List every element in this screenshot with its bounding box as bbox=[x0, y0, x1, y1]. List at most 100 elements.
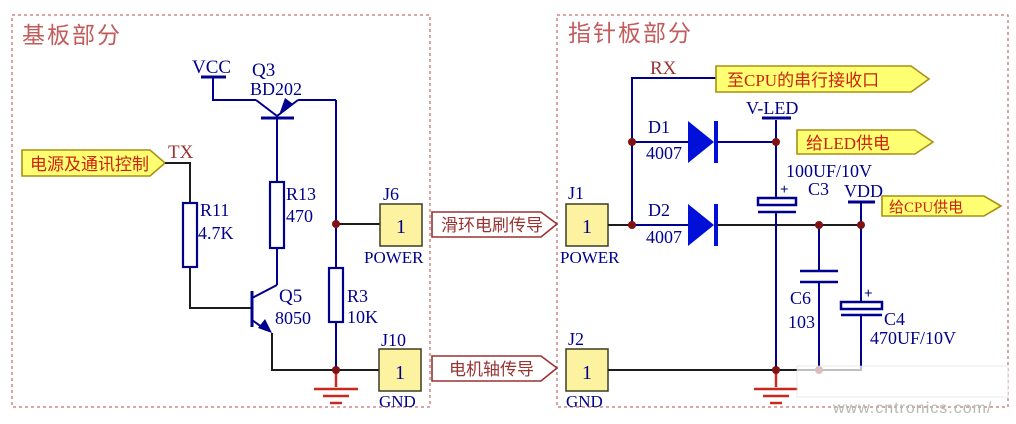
capacitor-c3: 100UF/10V + C3 bbox=[756, 142, 872, 370]
flag-cpu-power: 给CPU供电 bbox=[881, 195, 1003, 217]
j10-port-label: GND bbox=[379, 392, 416, 411]
j6-ref-label: J6 bbox=[383, 184, 399, 204]
j2-port-label: GND bbox=[566, 392, 603, 411]
rx-wire bbox=[631, 77, 716, 225]
r11-to-q5-wire bbox=[189, 267, 252, 309]
r3-value-label: 10K bbox=[347, 307, 378, 327]
motor-shaft-flag-shape bbox=[431, 355, 559, 382]
r13-value-label: 470 bbox=[286, 206, 313, 226]
connector-j10: J10 1 GND bbox=[378, 330, 422, 411]
q5-collector bbox=[251, 284, 278, 299]
vled-net-label: V-LED bbox=[746, 98, 798, 118]
c4-value-label: 470UF/10V bbox=[870, 328, 956, 348]
q3-value-label: BD202 bbox=[250, 79, 302, 99]
diode-d2: D2 4007 bbox=[632, 200, 861, 247]
connector-j1: J1 1 POWER bbox=[560, 183, 632, 267]
vled-power-rail: V-LED bbox=[746, 98, 798, 142]
c3-polarity-label: + bbox=[780, 182, 789, 198]
c4-ref-label: C4 bbox=[884, 309, 905, 329]
j2-pin-label: 1 bbox=[582, 362, 592, 384]
junction-dot bbox=[772, 138, 780, 146]
j1-ref-label: J1 bbox=[568, 183, 584, 203]
d2-ref-label: D2 bbox=[648, 200, 670, 220]
r3-body bbox=[327, 266, 345, 324]
transistor-q3: Q3 BD202 bbox=[250, 60, 337, 224]
c4-polarity-label: + bbox=[864, 286, 873, 302]
d2-value-label: 4007 bbox=[646, 227, 682, 247]
j6-pin-label: 1 bbox=[396, 216, 406, 238]
led-flag-shape bbox=[796, 129, 935, 155]
vcc-wire bbox=[212, 77, 256, 101]
q3-pnp-arrow-icon bbox=[279, 98, 293, 115]
junction-dot bbox=[332, 366, 340, 374]
j1-pin-label: 1 bbox=[582, 216, 592, 238]
rx-branch: RX 至CPU的串行接收口 bbox=[631, 58, 931, 225]
c3-positive-plate bbox=[756, 196, 798, 207]
rx-flag-shape bbox=[715, 65, 931, 93]
slip-ring-flag-shape bbox=[431, 211, 559, 238]
c4-positive-plate bbox=[839, 300, 884, 311]
right-section-title: 指针板部分 bbox=[568, 21, 693, 46]
resistor-r11: R11 4.7K bbox=[181, 200, 252, 309]
vdd-power-rail: VDD bbox=[844, 181, 883, 225]
rx-net-label: RX bbox=[650, 58, 677, 79]
d2-triangle-icon bbox=[688, 204, 714, 246]
input-flag-shape bbox=[21, 149, 167, 177]
watermark-text: www.cntronics.com/ bbox=[832, 400, 992, 417]
ground-symbol-right bbox=[754, 371, 798, 405]
junction-dot bbox=[772, 366, 780, 374]
flag-led-power: 给LED供电 bbox=[796, 129, 935, 155]
tx-net-label: TX bbox=[168, 142, 194, 163]
left-section-border bbox=[11, 14, 431, 408]
j1-box bbox=[565, 203, 609, 247]
j6-box bbox=[379, 203, 423, 247]
resistor-r3: R3 10K bbox=[327, 224, 378, 370]
j10-pin-label: 1 bbox=[395, 362, 405, 384]
capacitor-c4: + C4 470UF/10V bbox=[839, 225, 956, 370]
resistor-r13: R13 470 bbox=[268, 180, 316, 285]
r3-ref-label: R3 bbox=[347, 286, 368, 306]
q5-value-label: 8050 bbox=[275, 308, 311, 328]
tx-wire bbox=[165, 162, 191, 203]
j2-box bbox=[565, 348, 609, 392]
q5-npn-arrow-icon bbox=[258, 319, 272, 333]
j10-ref-label: J10 bbox=[381, 330, 406, 350]
r13-body bbox=[268, 180, 286, 250]
capacitor-c6: C6 103 bbox=[788, 225, 838, 370]
rx-flag-label: 至CPU的串行接收口 bbox=[727, 71, 879, 90]
j2-ref-label: J2 bbox=[568, 329, 584, 349]
vcc-net-label: VCC bbox=[192, 57, 231, 78]
r13-ref-label: R13 bbox=[286, 184, 316, 204]
c6-ref-label: C6 bbox=[790, 288, 811, 308]
slip-ring-flag-label: 滑环电刷传导 bbox=[441, 216, 543, 235]
diode-d1: D1 4007 bbox=[632, 117, 776, 163]
flag-power-comm-input: 电源及通讯控制 TX bbox=[21, 142, 194, 203]
cpu-flag-label: 给CPU供电 bbox=[889, 199, 963, 216]
q5-emitter-to-gnd-wire bbox=[271, 333, 379, 371]
watermark-box bbox=[796, 365, 1009, 398]
junction-dot bbox=[857, 221, 865, 229]
junction-dot bbox=[332, 220, 340, 228]
q3-ref-label: Q3 bbox=[252, 60, 275, 81]
vcc-power-rail: VCC bbox=[192, 57, 256, 101]
led-flag-label: 给LED供电 bbox=[806, 134, 890, 153]
transistor-q5: Q5 8050 bbox=[250, 284, 379, 371]
cpu-flag-shape bbox=[881, 195, 1003, 217]
junction-dot bbox=[628, 138, 636, 146]
junction-dot bbox=[815, 221, 823, 229]
c3-ref-label: C3 bbox=[808, 179, 829, 199]
junction-dot bbox=[628, 221, 636, 229]
d1-ref-label: D1 bbox=[648, 117, 670, 137]
right-section-border bbox=[556, 14, 1009, 408]
j10-box bbox=[378, 348, 422, 392]
d1-triangle-icon bbox=[688, 121, 714, 163]
q3-emitter-collector bbox=[255, 99, 299, 118]
c3-value-label: 100UF/10V bbox=[786, 161, 872, 181]
left-section-title: 基板部分 bbox=[22, 23, 122, 48]
ground-symbol-left bbox=[314, 371, 358, 405]
flag-motor-shaft: 电机轴传导 bbox=[431, 355, 559, 382]
connector-j6: J6 1 POWER bbox=[336, 184, 424, 267]
j1-port-label: POWER bbox=[560, 248, 620, 267]
